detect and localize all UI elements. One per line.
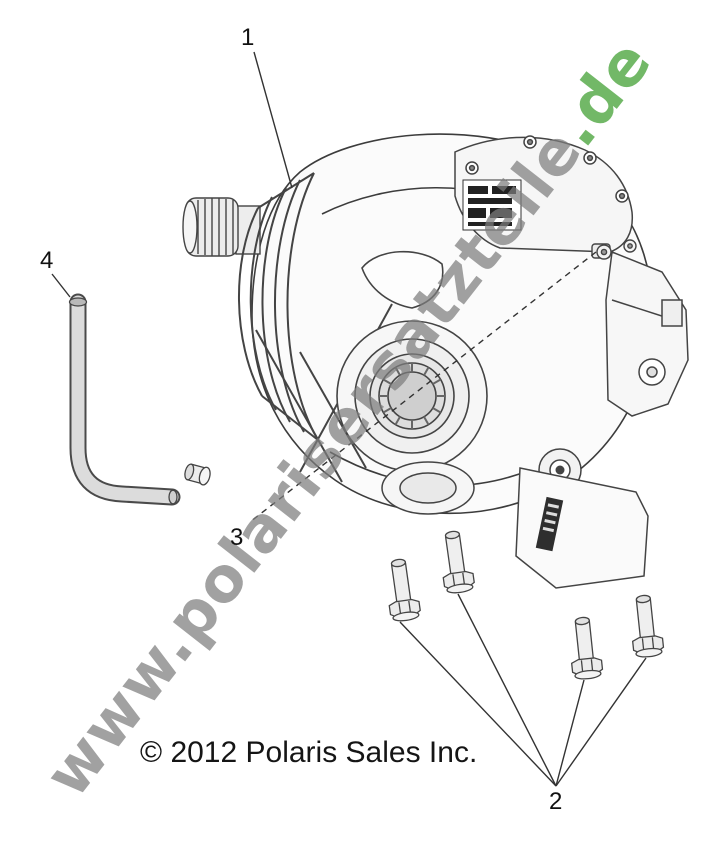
leader-line-2c — [555, 679, 585, 787]
right-bracket — [605, 250, 689, 417]
breather-scoop — [361, 250, 444, 309]
plug-boss-fittings — [591, 239, 637, 260]
bottom-snout — [381, 461, 475, 515]
callout-2: 2 — [549, 788, 563, 815]
bolt-part-2b — [442, 530, 475, 594]
leader-line-3-dashed — [249, 251, 597, 523]
leader-line-2b — [457, 593, 557, 787]
leader-line-1 — [253, 51, 293, 189]
hose-part-4 — [68, 293, 181, 506]
input-shaft — [182, 197, 261, 257]
callout-4: 4 — [40, 247, 54, 274]
plug-part-3 — [184, 463, 211, 486]
callout-1: 1 — [241, 24, 255, 51]
leader-line-2a — [399, 621, 557, 787]
callout-3: 3 — [230, 524, 244, 551]
bolt-part-2d — [631, 594, 665, 658]
mount-block — [515, 467, 649, 589]
leader-line-4 — [51, 273, 71, 298]
bolt-part-2a — [388, 558, 421, 622]
copyright-text: © 2012 Polaris Sales Inc. — [140, 736, 478, 769]
bell-housing-ribs — [237, 172, 319, 441]
leader-lines — [51, 51, 647, 787]
bolt-part-2c — [570, 616, 604, 680]
leader-line-2d — [555, 657, 647, 787]
barcode-label — [462, 179, 522, 231]
